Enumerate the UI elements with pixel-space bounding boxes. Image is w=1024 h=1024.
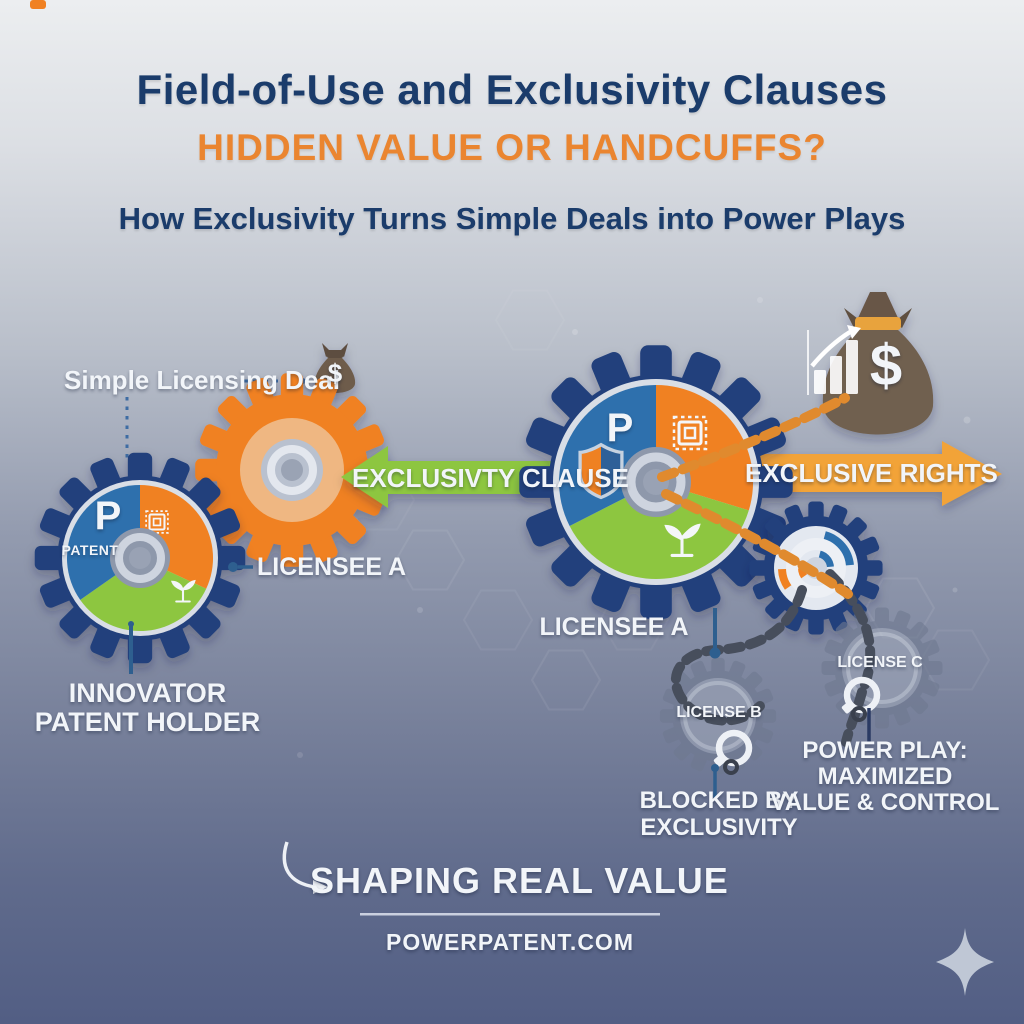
- exclusivity-clause-arrow-label: EXCLUSIVTY CLAUSE: [352, 463, 629, 493]
- footer-headline: SHAPING REAL VALUE: [310, 860, 729, 901]
- innovator-line-1: INNOVATOR: [68, 678, 227, 708]
- page-title: Field-of-Use and Exclusivity Clauses: [136, 66, 888, 113]
- license-b-label: LICENSE B: [676, 704, 762, 721]
- licensee-a-connector: [228, 562, 253, 572]
- curved-arrow-icon: [282, 841, 328, 894]
- patent-letter-large: P: [606, 406, 634, 450]
- patent-holder-connector: [128, 621, 134, 674]
- patent-label: PATENT: [61, 542, 119, 558]
- licensee-a-label-center: LICENSEE A: [539, 613, 689, 641]
- power-play-label: POWER PLAY: MAXIMIZED VALUE & CONTROL: [765, 738, 1005, 816]
- simple-deal-label: Simple Licensing Deal: [64, 365, 340, 395]
- blocked-by-exclusivity-label: BLOCKED BY EXCLUSIVITY: [599, 787, 839, 841]
- page-subtitle: HIDDEN VALUE OR HANDCUFFS?: [197, 127, 827, 168]
- license-c-label: LICENSE C: [837, 654, 923, 671]
- trend-chart-icon: [807, 325, 861, 395]
- licensee-a-label-left: LICENSEE A: [257, 553, 407, 581]
- blocked-line-1: BLOCKED BY: [639, 787, 799, 814]
- blocked-connectors: [709, 608, 871, 798]
- power-line-1: POWER PLAY:: [802, 737, 968, 764]
- footer-website: POWERPATENT.COM: [386, 929, 634, 955]
- money-bag-dollar: $: [327, 358, 343, 388]
- shield-icon: [578, 442, 624, 500]
- money-bag-large-dollar: $: [869, 333, 903, 398]
- patent-gear-icon: [34, 452, 246, 664]
- footer-divider: [360, 913, 660, 916]
- exclusive-rights-arrow-label: EXCLUSIVE RIGHTS: [745, 458, 998, 488]
- power-line-3: VALUE & CONTROL: [770, 789, 1000, 816]
- innovator-line-2: PATENT HOLDER: [34, 707, 261, 737]
- blocked-line-2: EXCLUSIVITY: [640, 814, 798, 841]
- dot-decoration: [297, 297, 971, 758]
- sparkle-icon: [936, 928, 994, 996]
- corner-orange-mark: [30, 0, 46, 9]
- power-line-2: MAXIMIZED: [817, 763, 953, 790]
- patent-letter: P: [94, 494, 122, 538]
- page-tagline: How Exclusivity Turns Simple Deals into …: [118, 201, 906, 236]
- innovator-patent-holder-label: INNOVATOR PATENT HOLDER: [5, 679, 290, 737]
- licensee-gear-icon: [195, 373, 389, 567]
